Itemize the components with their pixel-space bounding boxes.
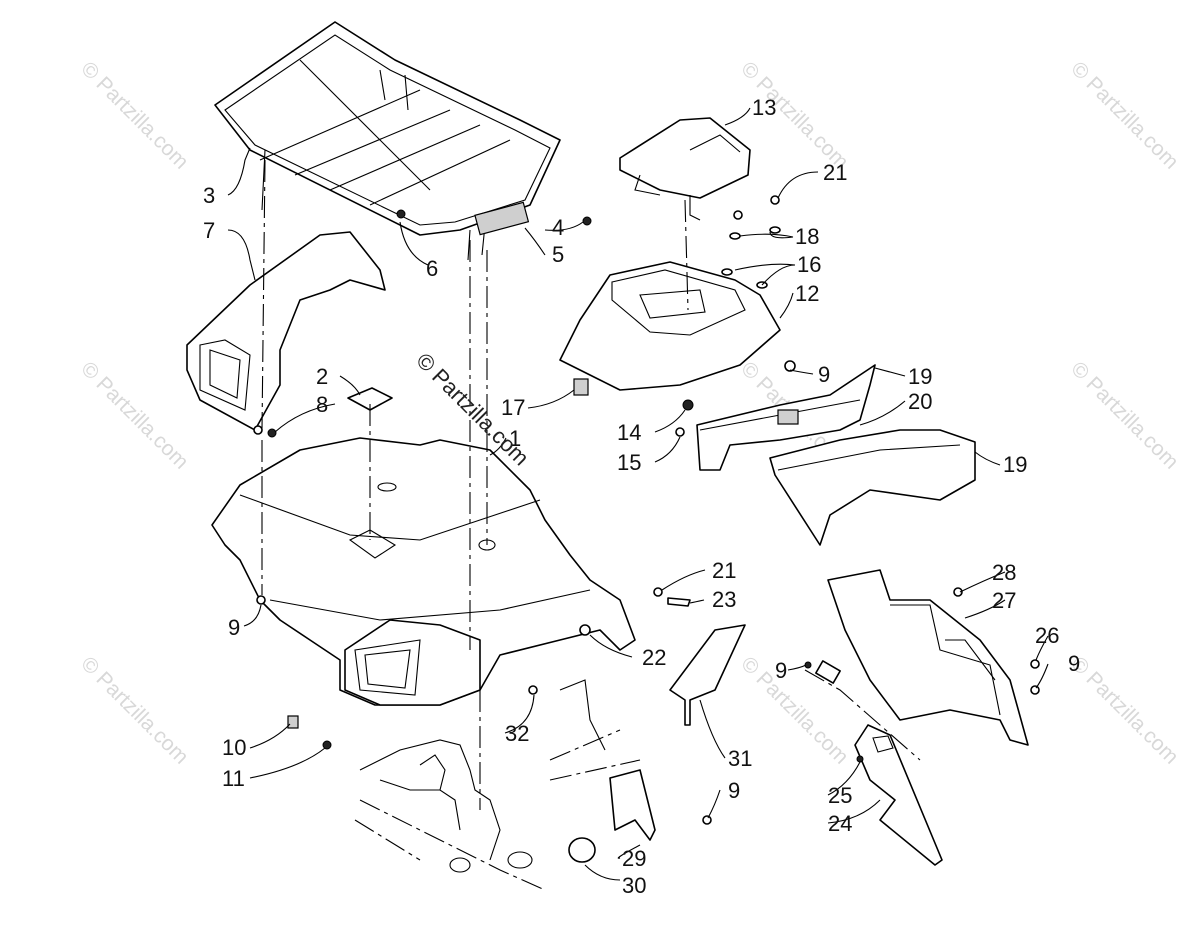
splash-guard [854, 724, 943, 866]
callout-4: 4 [552, 215, 564, 240]
fastener-9-right [1030, 685, 1040, 695]
callout-15: 15 [617, 450, 641, 475]
callout-29: 29 [622, 846, 646, 871]
fastener-28 [953, 587, 963, 597]
callout-10: 10 [222, 735, 246, 760]
rack-bolt [582, 216, 592, 226]
fastener-9-bottom [702, 815, 712, 825]
rack-bracket [474, 201, 530, 236]
watermark: © Partzilla.com [1066, 57, 1182, 173]
rear-fender [186, 231, 386, 431]
callout-31: 31 [728, 746, 752, 771]
fastener-22 [579, 624, 591, 636]
fastener-9-left [256, 595, 266, 605]
callout-27: 27 [992, 588, 1016, 613]
body-hole [377, 482, 397, 492]
callout-19-b: 19 [1003, 452, 1027, 477]
side-panel-right [827, 569, 1040, 746]
bracket-9 [815, 660, 841, 684]
shield [609, 769, 656, 841]
callout-9-d: 9 [775, 658, 787, 683]
callout-18: 18 [795, 224, 819, 249]
fastener-25 [856, 755, 864, 763]
callout-3: 3 [203, 183, 215, 208]
callout-12: 12 [795, 281, 819, 306]
seat-latch [573, 378, 589, 396]
callout-7: 7 [203, 218, 215, 243]
callout-16: 16 [797, 252, 821, 277]
front-body [211, 437, 636, 706]
leader-lines [227, 107, 1049, 881]
callout-21-top: 21 [823, 160, 847, 185]
rear-rack [214, 21, 592, 261]
callout-2: 2 [316, 364, 328, 389]
support-bracket [669, 624, 746, 726]
frame-rear [549, 679, 641, 781]
callout-24: 24 [828, 811, 852, 836]
clamp-30 [568, 837, 596, 863]
callout-25: 25 [828, 783, 852, 808]
fastener-9-top [784, 360, 796, 372]
fastener-11 [322, 740, 332, 750]
callout-9-b: 9 [228, 615, 240, 640]
callout-6: 6 [426, 256, 438, 281]
fastener-10 [287, 715, 299, 729]
fastener-21-lower [653, 587, 663, 597]
watermark: © Partzilla.com [76, 57, 192, 173]
callout-9-c: 9 [1068, 651, 1080, 676]
callout-5: 5 [552, 242, 564, 267]
fastener-8-alt [253, 425, 263, 435]
callout-11: 11 [222, 766, 245, 791]
watermark: © Partzilla.com [1066, 652, 1182, 768]
callout-19-a: 19 [908, 364, 932, 389]
callout-30: 30 [622, 873, 646, 898]
seat-fasteners [721, 195, 781, 289]
side-panel-upper [696, 364, 876, 471]
callout-22: 22 [642, 645, 666, 670]
callout-1: 1 [509, 426, 521, 451]
fastener-15 [675, 427, 685, 437]
callout-26: 26 [1035, 623, 1059, 648]
callout-32: 32 [505, 721, 529, 746]
fastener-32 [528, 685, 538, 695]
callout-28: 28 [992, 560, 1016, 585]
callout-13: 13 [752, 95, 776, 120]
rack-bolt [396, 209, 406, 219]
callout-23: 23 [712, 587, 736, 612]
fastener-8 [267, 428, 277, 438]
side-panel-lower [769, 429, 976, 546]
callout-9-e: 9 [728, 778, 740, 803]
fastener-14 [682, 399, 694, 411]
fastener-23 [667, 597, 691, 607]
fastener-26 [1030, 659, 1040, 669]
watermark: © Partzilla.com [1066, 357, 1182, 473]
seat [619, 117, 751, 221]
watermark: © Partzilla.com [76, 652, 192, 768]
callout-8: 8 [316, 392, 328, 417]
callout-14: 14 [617, 420, 641, 445]
frame-front [354, 690, 546, 891]
callout-17: 17 [501, 395, 525, 420]
callout-9-a: 9 [818, 362, 830, 387]
callout-21-bottom: 21 [712, 558, 736, 583]
assembly-lines [261, 159, 921, 761]
callout-20: 20 [908, 389, 932, 414]
callout-labels: 3 7 6 4 5 13 21 18 16 12 2 8 9 19 20 17 … [203, 95, 1080, 898]
watermark: © Partzilla.com [76, 357, 192, 473]
seat-base [559, 261, 781, 396]
